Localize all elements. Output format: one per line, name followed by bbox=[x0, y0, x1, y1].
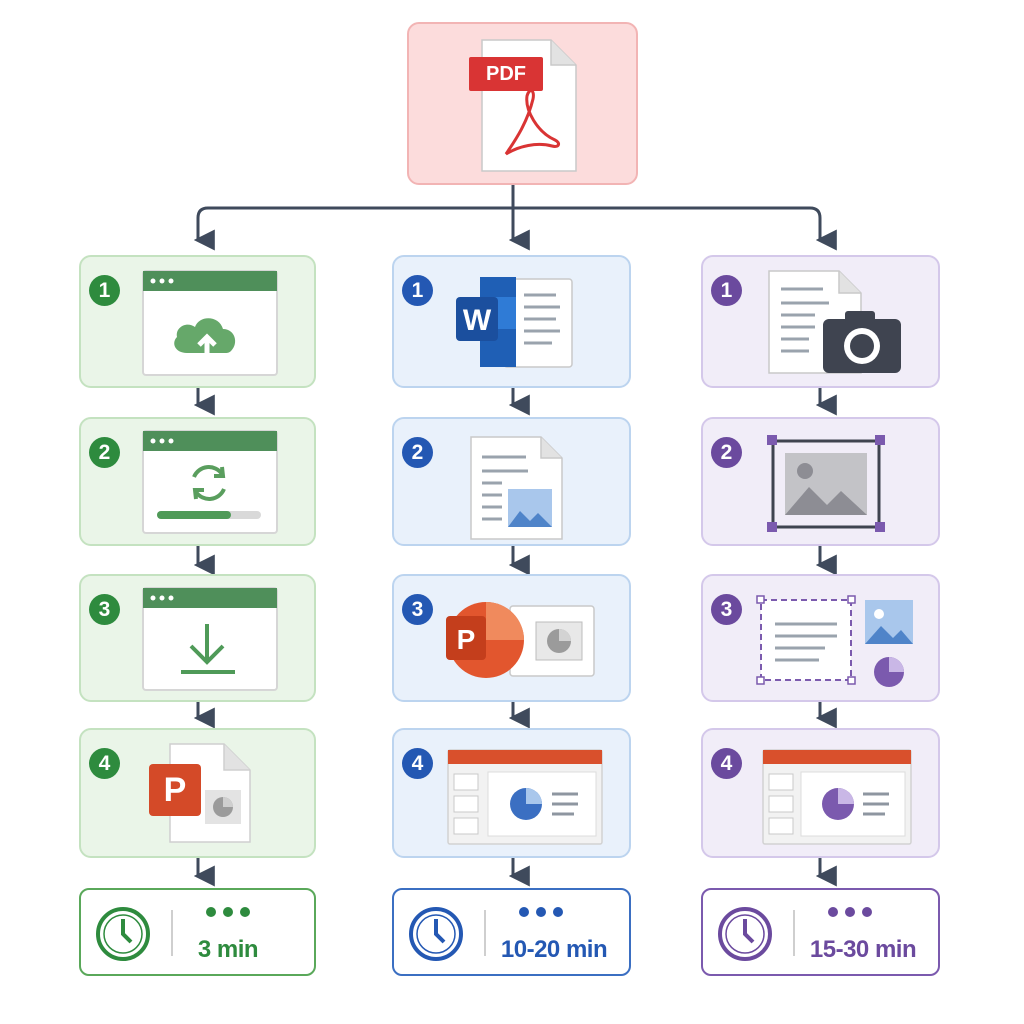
screenshot-step-3: 3 bbox=[701, 574, 940, 702]
step-number: 1 bbox=[89, 275, 120, 306]
online-time-box: 3 min bbox=[79, 888, 316, 976]
time-estimate: 15-30 min bbox=[809, 936, 917, 963]
word-step-2: 2 bbox=[392, 417, 631, 546]
screenshot-step-1: 1 bbox=[701, 255, 940, 388]
word-step-4: 4 bbox=[392, 728, 631, 858]
step-number: 2 bbox=[711, 437, 742, 468]
browser-sync-progress-icon bbox=[142, 430, 278, 534]
step-number: 3 bbox=[89, 594, 120, 625]
clock-icon bbox=[718, 907, 772, 961]
presentation-editor-icon bbox=[447, 749, 603, 845]
divider bbox=[171, 910, 173, 956]
browser-download-icon bbox=[142, 587, 278, 691]
online-step-2: 2 bbox=[79, 417, 316, 546]
more-dots-icon bbox=[828, 907, 872, 917]
step-number: 1 bbox=[402, 275, 433, 306]
source-pdf-box: PDF bbox=[407, 22, 638, 185]
browser-cloud-upload-icon bbox=[142, 270, 278, 376]
word-document-icon bbox=[456, 277, 573, 368]
image-crop-icon bbox=[767, 435, 885, 532]
step-number: 1 bbox=[711, 275, 742, 306]
clock-icon bbox=[409, 907, 463, 961]
powerpoint-file-icon bbox=[149, 743, 251, 843]
screenshot-time-box: 15-30 min bbox=[701, 888, 940, 976]
clock-icon bbox=[96, 907, 150, 961]
word-step-1: 1 W bbox=[392, 255, 631, 388]
word-step-3: 3 P bbox=[392, 574, 631, 702]
step-number: 3 bbox=[402, 594, 433, 625]
step-number: 2 bbox=[402, 437, 433, 468]
online-step-4: 4 P bbox=[79, 728, 316, 858]
layout-elements-icon bbox=[756, 595, 913, 687]
presentation-editor-icon bbox=[762, 749, 912, 845]
screenshot-step-4: 4 bbox=[701, 728, 940, 858]
powerpoint-slide-icon bbox=[446, 602, 595, 678]
divider bbox=[484, 910, 486, 956]
step-number: 3 bbox=[711, 594, 742, 625]
screenshot-step-2: 2 bbox=[701, 417, 940, 546]
more-dots-icon bbox=[206, 907, 250, 917]
document-with-image-icon bbox=[470, 436, 563, 540]
step-number: 2 bbox=[89, 437, 120, 468]
time-estimate: 10-20 min bbox=[500, 936, 608, 963]
powerpoint-letter: P bbox=[456, 624, 476, 655]
pdf-badge: PDF bbox=[469, 57, 543, 91]
document-camera-icon bbox=[768, 270, 901, 374]
online-step-1: 1 bbox=[79, 255, 316, 388]
pdf-file-icon bbox=[481, 39, 577, 172]
time-estimate: 3 min bbox=[197, 936, 259, 963]
powerpoint-letter: P bbox=[163, 771, 187, 809]
word-time-box: 10-20 min bbox=[392, 888, 631, 976]
divider bbox=[793, 910, 795, 956]
online-step-3: 3 bbox=[79, 574, 316, 702]
step-number: 4 bbox=[711, 748, 742, 779]
step-number: 4 bbox=[89, 748, 120, 779]
step-number: 4 bbox=[402, 748, 433, 779]
more-dots-icon bbox=[519, 907, 563, 917]
word-letter: W bbox=[462, 304, 492, 337]
